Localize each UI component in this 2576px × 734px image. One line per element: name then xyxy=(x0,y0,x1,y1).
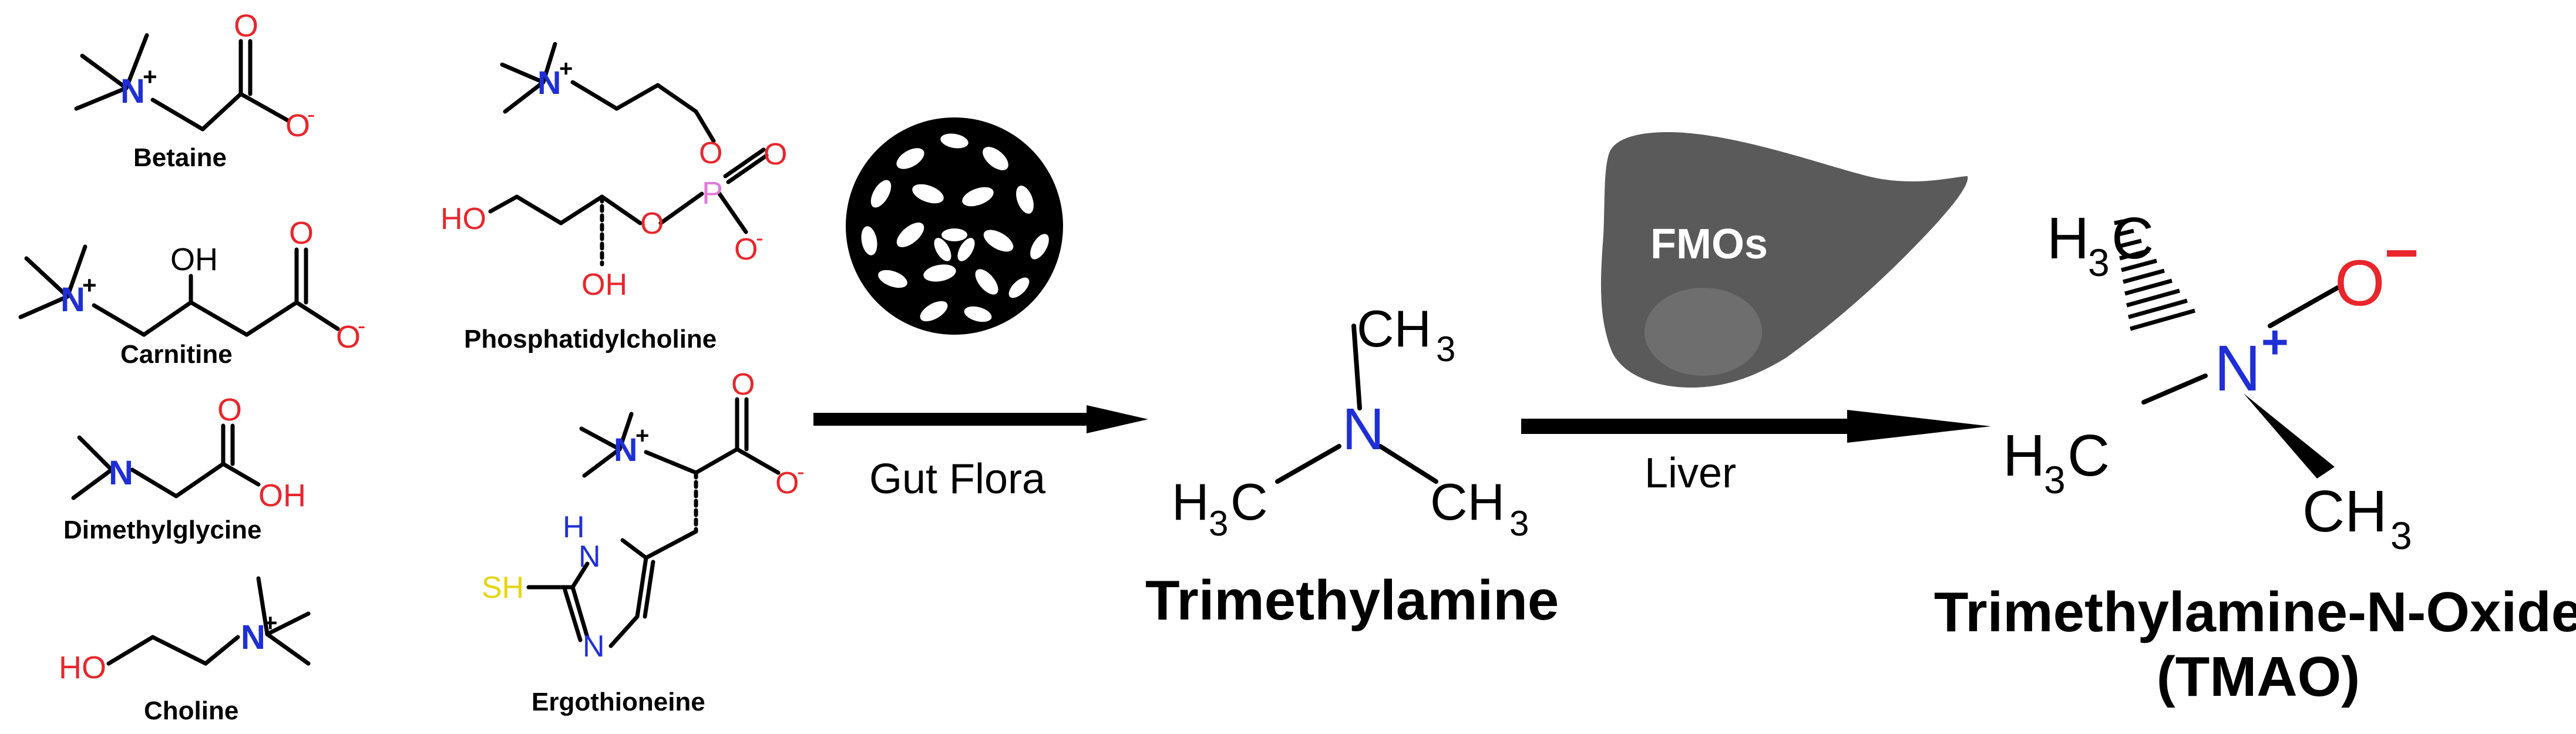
choline-ho: HO xyxy=(59,650,106,685)
pc-o1: O xyxy=(699,136,722,170)
ergo-minus: - xyxy=(797,460,805,484)
betaine-n-charge: + xyxy=(143,63,157,90)
dimethylglycine-oh: OH xyxy=(258,478,306,513)
ergo-sh: SH xyxy=(482,571,524,605)
carnitine-label: Carnitine xyxy=(120,340,233,369)
carnitine-minus: - xyxy=(358,313,365,339)
pc-o2: O xyxy=(764,137,787,171)
tma-left-sub: 3 xyxy=(1209,504,1228,543)
pc-ho: HO xyxy=(440,202,486,236)
pc-n: N xyxy=(537,64,561,101)
tmao-l-h: H xyxy=(2003,423,2045,489)
ergo-nh-n: N xyxy=(579,540,601,574)
tmao-abbr: (TMAO) xyxy=(2157,645,2360,708)
carnitine-n-charge: + xyxy=(82,271,97,299)
dimethylglycine-o: O xyxy=(217,392,242,427)
carnitine-structure xyxy=(18,244,340,337)
pc-minus: - xyxy=(756,226,764,251)
tmao-tl-sub: 3 xyxy=(2088,241,2110,284)
ergo-n: N xyxy=(614,431,637,468)
tma-name: Trimethylamine xyxy=(1145,569,1559,632)
carnitine-o: O xyxy=(289,216,314,251)
betaine-o: O xyxy=(234,8,258,43)
choline-label: Choline xyxy=(144,696,238,725)
ergo-o: O xyxy=(731,368,755,402)
tmao-r-c: CH xyxy=(2302,479,2387,544)
pc-p: P xyxy=(702,176,723,211)
ergothioneine-structure xyxy=(526,397,781,648)
gut-flora-label: Gut Flora xyxy=(869,456,1046,503)
liver-icon: FMOs xyxy=(1600,132,1968,388)
phosphatidylcholine-structure xyxy=(488,42,769,267)
betaine-label: Betaine xyxy=(133,143,227,172)
tmao-l-sub: 3 xyxy=(2044,458,2066,501)
dimethylglycine-label: Dimethylglycine xyxy=(63,516,261,544)
fmos-label: FMOs xyxy=(1650,221,1768,268)
pc-n-charge: + xyxy=(559,56,573,82)
pc-oh: OH xyxy=(581,268,627,302)
pc-o-minus: O xyxy=(734,233,758,267)
carnitine-oh: OH xyxy=(170,242,218,277)
tmao-tl-c: C xyxy=(2111,206,2154,271)
tma-n: N xyxy=(1342,396,1384,462)
carnitine-n: N xyxy=(60,281,85,319)
tmao-l-c: C xyxy=(2067,423,2110,489)
choline-structure xyxy=(106,576,311,666)
tma-right-sub: 3 xyxy=(1509,504,1529,543)
bacteria-icon xyxy=(846,117,1063,335)
ergo-n-charge: + xyxy=(635,423,649,449)
carnitine-o-minus: O xyxy=(336,319,361,355)
gut-flora-arrow xyxy=(813,405,1148,433)
liver-arrow xyxy=(1521,410,1991,443)
ergo-o-minus: O xyxy=(775,466,799,500)
dimethylglycine-n: N xyxy=(109,454,133,492)
ergo-h: H xyxy=(563,510,585,544)
tma-structure xyxy=(1275,324,1438,484)
tmao-o-charge: − xyxy=(2385,220,2419,286)
tma-top-c: CH xyxy=(1357,299,1431,358)
tmao-o: O xyxy=(2335,247,2385,319)
tma-right-c: CH xyxy=(1430,473,1505,531)
ergo-n2: N xyxy=(583,629,605,664)
pc-o3: O xyxy=(640,207,664,241)
betaine-minus: - xyxy=(307,102,315,127)
betaine-o-minus: O xyxy=(285,108,310,143)
dimethylglycine-structure xyxy=(71,423,261,500)
phosphatidylcholine-label: Phosphatidylcholine xyxy=(464,325,717,353)
tma-left-c: C xyxy=(1230,473,1268,531)
tma-top-sub: 3 xyxy=(1436,329,1455,369)
tmao-name: Trimethylamine-N-Oxide xyxy=(1934,581,2576,644)
tmao-tl-h: H xyxy=(2047,206,2089,271)
betaine-n: N xyxy=(120,72,145,110)
tmao-structure xyxy=(2114,218,2340,479)
tma-left-h: H xyxy=(1172,473,1209,531)
tmao-n-charge: + xyxy=(2261,316,2289,368)
choline-n-charge: + xyxy=(263,609,278,637)
liver-label: Liver xyxy=(1645,450,1736,497)
ergothioneine-label: Ergothioneine xyxy=(532,688,705,716)
tmao-r-sub: 3 xyxy=(2390,514,2412,557)
betaine-structure xyxy=(74,33,290,132)
choline-n: N xyxy=(241,618,265,656)
tmao-n: N xyxy=(2214,332,2261,405)
